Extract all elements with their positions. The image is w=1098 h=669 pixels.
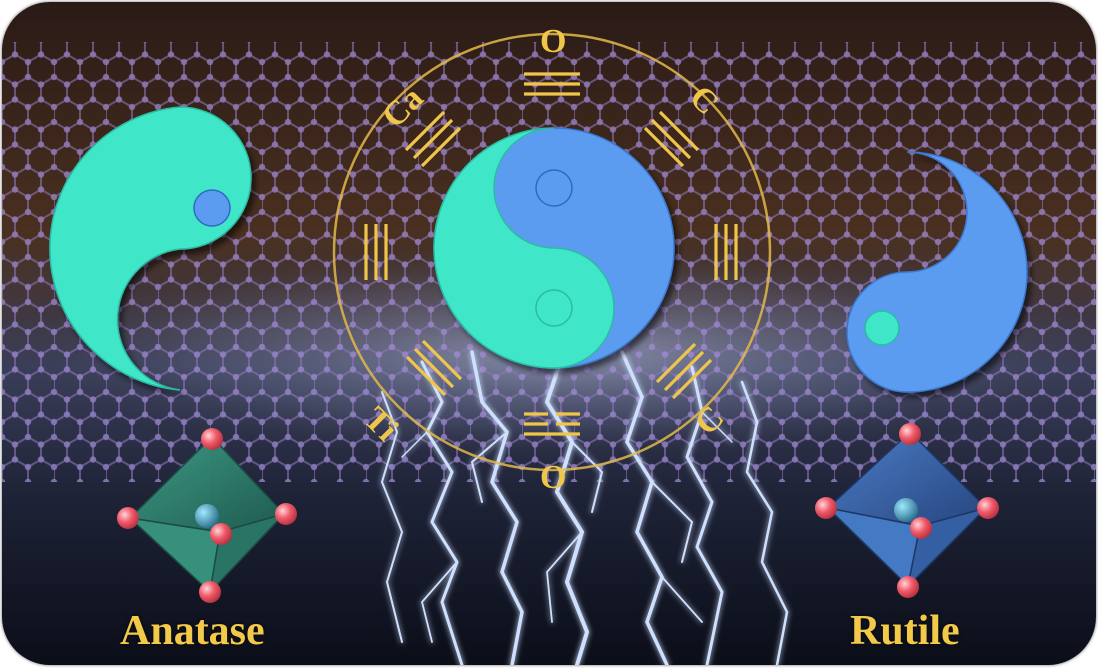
rutile-half-symbol xyxy=(846,151,1028,393)
anatase-half-symbol xyxy=(49,106,252,391)
oxygen-atom xyxy=(210,523,232,545)
rutile-label: Rutile xyxy=(850,608,960,654)
anatase-octahedron xyxy=(117,428,297,603)
oxygen-atom xyxy=(117,507,139,529)
oxygen-atom xyxy=(910,517,932,539)
ring-element-top: O xyxy=(540,23,566,60)
oxygen-atom xyxy=(275,503,297,525)
bagua-ring xyxy=(332,32,772,472)
lightning-bolts xyxy=(380,350,789,665)
anatase-label: Anatase xyxy=(120,608,265,654)
central-yin-yang xyxy=(433,127,675,369)
oxygen-atom xyxy=(977,497,999,519)
rutile-octahedron xyxy=(815,423,999,598)
oxygen-atom xyxy=(897,576,919,598)
oxygen-atom xyxy=(899,423,921,445)
trigram-bars xyxy=(364,72,738,436)
oxygen-atom xyxy=(201,428,223,450)
oxygen-atom xyxy=(815,497,837,519)
oxygen-atom xyxy=(199,581,221,603)
ring-element-bottom: O xyxy=(540,459,566,496)
